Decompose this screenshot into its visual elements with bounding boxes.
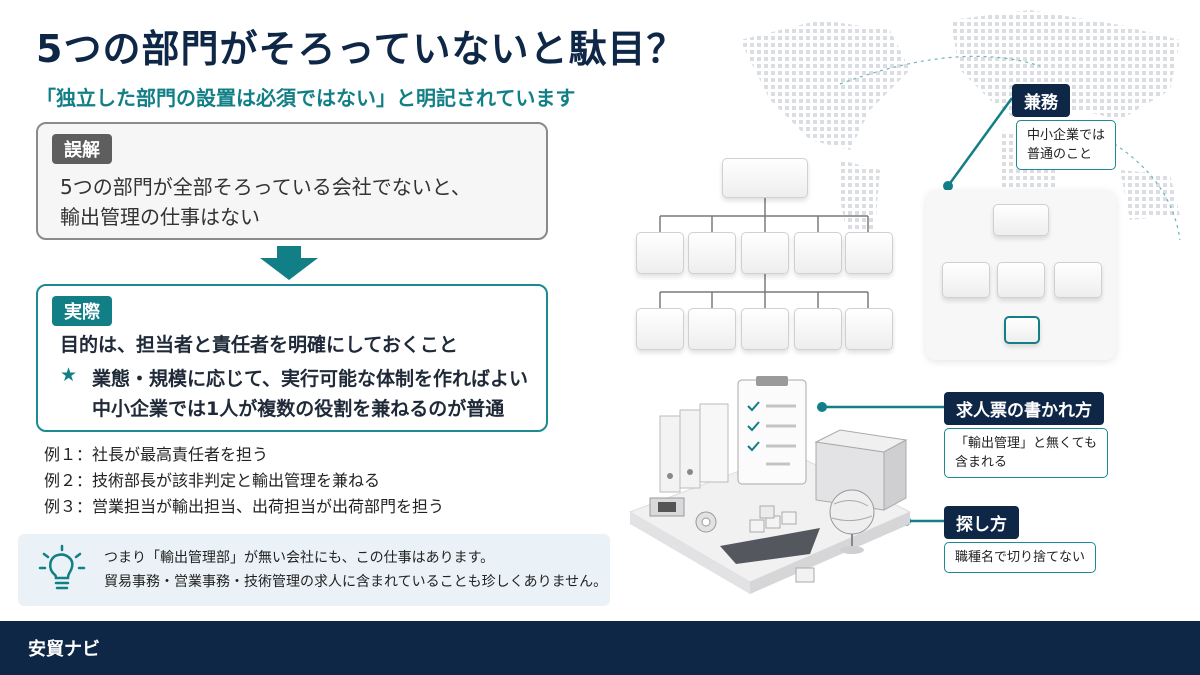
example-item: 例１：社長が最高責任者を担う — [44, 445, 269, 464]
footer-bar: 安貿ナビ — [0, 621, 1200, 675]
down-arrow-icon — [260, 246, 318, 280]
org-node — [1054, 262, 1102, 298]
org-node-top — [722, 158, 808, 198]
callout-text: 普通のこと — [1027, 147, 1093, 162]
callout-text: 「輸出管理」と無くても — [955, 436, 1097, 451]
org-node — [942, 262, 990, 298]
note-box: つまり「輸出管理部」が無い会社にも、この仕事はあります。 貿易事務・営業事務・技… — [18, 534, 610, 606]
org-node — [688, 308, 736, 350]
fact-line: 業態・規模に応じて、実行可能な体制を作ればよい — [92, 368, 529, 390]
page-subtitle: 「独立した部門の設置は必須ではない」と明記されています — [36, 86, 576, 110]
fact-tag: 実際 — [52, 296, 112, 326]
myth-box: 誤解 5つの部門が全部そろっている会社でないと、 輸出管理の仕事はない — [36, 122, 548, 240]
org-node-combined — [1004, 316, 1040, 344]
callout-sagashi-head: 探し方 — [944, 506, 1019, 539]
callout-kenmu-head: 兼務 — [1012, 84, 1070, 117]
callout-kenmu-body: 中小企業では 普通のこと — [1016, 120, 1117, 170]
myth-tag: 誤解 — [52, 134, 112, 164]
myth-line: 輸出管理の仕事はない — [60, 205, 260, 229]
myth-text: 5つの部門が全部そろっている会社でないと、 輸出管理の仕事はない — [60, 172, 471, 232]
org-node — [845, 232, 893, 274]
callout-sagashi-body: 職種名で切り捨てない — [944, 542, 1097, 573]
org-node — [741, 232, 789, 274]
callout-kyujin-body: 「輸出管理」と無くても 含まれる — [944, 428, 1108, 478]
org-node — [845, 308, 893, 350]
note-line: つまり「輸出管理部」が無い会社にも、この仕事はあります。 — [104, 550, 495, 566]
logistics-illustration — [628, 376, 912, 594]
callout-kyujin-head: 求人票の書かれ方 — [944, 392, 1104, 425]
star-icon: ★ — [60, 364, 78, 386]
org-node — [636, 308, 684, 350]
lightbulb-icon — [38, 544, 86, 590]
fact-box: 実際 目的は、担当者と責任者を明確にしておくこと ★ 業態・規模に応じて、実行可… — [36, 284, 548, 432]
footer-brand: 安貿ナビ — [28, 639, 100, 660]
org-node-top — [993, 204, 1049, 236]
note-text: つまり「輸出管理部」が無い会社にも、この仕事はあります。 貿易事務・営業事務・技… — [104, 546, 607, 594]
org-node — [741, 308, 789, 350]
myth-line: 5つの部門が全部そろっている会社でないと、 — [60, 175, 471, 199]
fact-line: 中小企業では1人が複数の役割を兼ねるのが普通 — [92, 398, 505, 420]
callout-text: 職種名で切り捨てない — [955, 550, 1086, 565]
callout-text: 中小企業では — [1027, 128, 1106, 143]
examples-list: 例１：社長が最高責任者を担う 例２：技術部長が該非判定と輸出管理を兼ねる 例３：… — [44, 442, 444, 520]
example-item: 例３：営業担当が輸出担当、出荷担当が出荷部門を担う — [44, 497, 445, 516]
callout-text: 含まれる — [955, 455, 1008, 470]
org-node — [636, 232, 684, 274]
org-node — [688, 232, 736, 274]
org-node — [997, 262, 1045, 298]
note-line: 貿易事務・営業事務・技術管理の求人に含まれていることも珍しくありません。 — [104, 574, 608, 590]
page-title: 5つの部門がそろっていないと駄目？ — [36, 27, 686, 71]
org-node — [794, 232, 842, 274]
example-item: 例２：技術部長が該非判定と輸出管理を兼ねる — [44, 471, 381, 490]
fact-main-text: 目的は、担当者と責任者を明確にしておくこと — [60, 334, 458, 356]
org-node — [794, 308, 842, 350]
